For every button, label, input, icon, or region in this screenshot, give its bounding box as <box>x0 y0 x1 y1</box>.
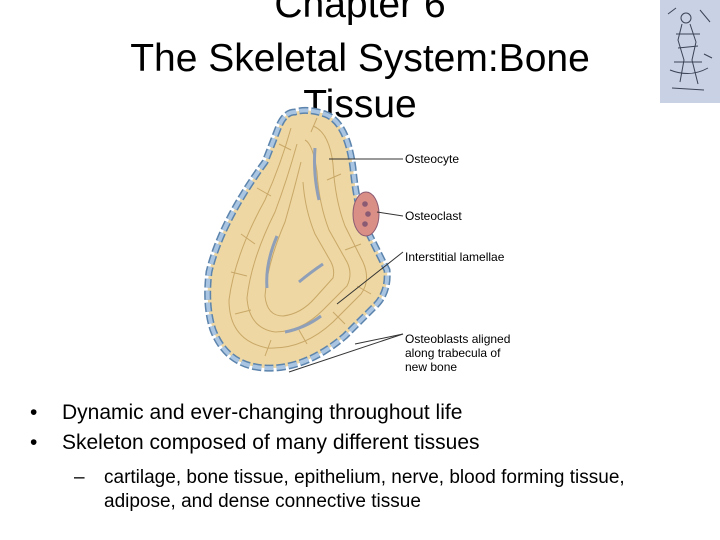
bullet-text: Dynamic and ever-changing throughout lif… <box>62 401 462 424</box>
corner-illustration-thumbnail <box>660 0 720 103</box>
slide-title-line-1: Chapter 6 <box>80 0 640 28</box>
label-osteoclast: Osteoclast <box>405 209 462 223</box>
sub-bullet-marker: – <box>74 466 85 490</box>
label-interstitial-lamellae: Interstitial lamellae <box>405 250 504 264</box>
bullet-marker: • <box>30 398 37 428</box>
bone-tissue-diagram: Osteocyte Osteoclast Interstitial lamell… <box>195 104 535 380</box>
label-osteoblasts-line-2: along trabecula of <box>405 346 500 360</box>
slide-title-line-2: The Skeletal System:Bone <box>80 36 640 82</box>
bullet-item: • Skeleton composed of many different ti… <box>30 428 700 458</box>
bullet-marker: • <box>30 428 37 458</box>
label-osteocyte: Osteocyte <box>405 152 459 166</box>
label-osteoblasts-line-3: new bone <box>405 360 457 374</box>
bullet-item: • Dynamic and ever-changing throughout l… <box>30 398 700 428</box>
sub-bullet-item: – cartilage, bone tissue, epithelium, ne… <box>30 466 700 514</box>
skeleton-sketch-icon <box>660 0 720 103</box>
bullet-text: Skeleton composed of many different tiss… <box>62 431 480 454</box>
label-osteoblasts-line-1: Osteoblasts aligned <box>405 332 510 346</box>
sub-bullet-text: cartilage, bone tissue, epithelium, nerv… <box>104 467 625 512</box>
bullet-list: • Dynamic and ever-changing throughout l… <box>30 398 700 514</box>
